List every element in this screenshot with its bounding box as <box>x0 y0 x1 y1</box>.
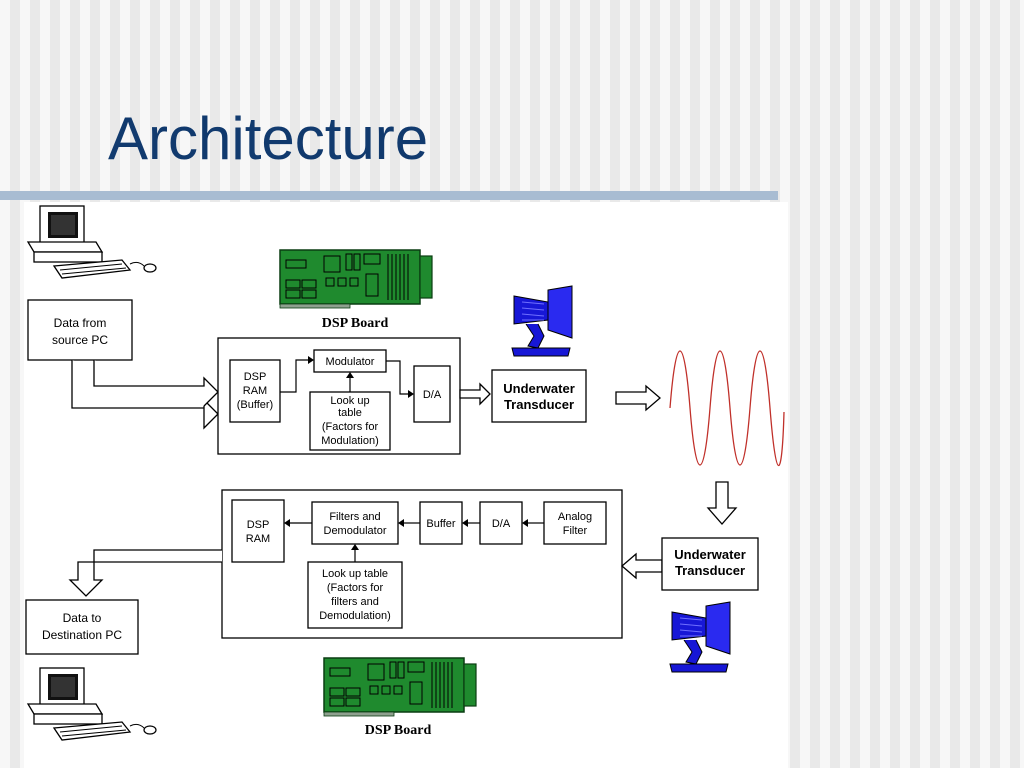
tx-transducer-label-2: Transducer <box>504 397 574 412</box>
rx-dsp-ram-label-2: RAM <box>246 533 270 545</box>
source-to-board-arrow-2 <box>93 360 219 407</box>
tx-transducer-icon <box>511 285 573 357</box>
rx-buffer-label: Buffer <box>426 518 455 530</box>
dest-label-1: Data to <box>63 611 102 625</box>
tx-lookup-label-1: Look up <box>330 395 369 407</box>
tx-transducer-box <box>491 369 587 423</box>
rx-dsp-board-icon <box>323 657 477 717</box>
rx-transducer-icon <box>669 601 731 673</box>
tx-dsp-ram-label-2: RAM <box>243 385 267 397</box>
dest-pc-icon <box>27 667 157 741</box>
tx-dsp-board-icon <box>279 249 433 309</box>
dest-label-2: Destination PC <box>42 628 122 642</box>
rx-da-box <box>479 501 523 545</box>
modulator-to-da-line <box>386 360 408 395</box>
rx-transducer-label-2: Transducer <box>675 563 745 578</box>
filters-demod-label-1: Filters and <box>329 511 380 523</box>
rx-dsp-ram-box <box>231 499 285 563</box>
analog-filter-label-1: Analog <box>558 511 592 523</box>
rx-lookup-label-2: (Factors for <box>327 582 384 594</box>
source-label-2: source PC <box>52 333 108 347</box>
filters-demod-label-2: Demodulator <box>324 525 387 537</box>
transducer-to-wave-arrow <box>615 384 661 412</box>
source-label-1: Data from <box>54 316 107 330</box>
modulator-label: Modulator <box>326 356 375 368</box>
ram-to-modulator-line <box>280 359 308 393</box>
filters-demod-box <box>311 501 399 545</box>
transducer-to-board-arrow <box>621 552 663 580</box>
tx-lookup-box <box>309 391 391 451</box>
rx-lookup-box <box>307 561 403 629</box>
rx-transducer-label-1: Underwater <box>674 547 746 562</box>
rx-lookup-label-3: filters and <box>331 596 379 608</box>
rx-dsp-ram-label-1: DSP <box>247 519 270 531</box>
rx-lookup-label-1: Look up table <box>322 568 388 580</box>
source-pc-icon <box>27 205 157 279</box>
rx-da-label: D/A <box>492 518 511 530</box>
architecture-diagram: DSP Board Data from source PC DSP RAM (B… <box>24 202 788 768</box>
title-underline <box>0 191 778 200</box>
tx-dsp-ram-label-1: DSP <box>244 371 267 383</box>
tx-dsp-ram-label-3: (Buffer) <box>237 399 273 411</box>
tx-transducer-label-1: Underwater <box>503 381 575 396</box>
dest-pc-box <box>25 599 139 655</box>
sine-wave-icon <box>669 350 785 466</box>
rx-buffer-box <box>419 501 463 545</box>
board-to-transducer-arrow <box>459 382 491 406</box>
rx-lookup-label-4: Demodulation) <box>319 610 391 622</box>
analog-filter-label-2: Filter <box>563 525 588 537</box>
tx-da-label: D/A <box>423 389 442 401</box>
rx-transducer-box <box>661 537 759 591</box>
tx-lookup-label-2: table <box>338 407 362 419</box>
rx-board-label: DSP Board <box>365 723 432 738</box>
tx-lookup-label-3: (Factors for <box>322 421 379 433</box>
tx-da-box <box>413 365 451 423</box>
tx-board-label: DSP Board <box>322 316 389 331</box>
tx-dsp-ram-box <box>229 359 281 423</box>
source-pc-box <box>27 299 133 361</box>
analog-filter-box <box>543 501 607 545</box>
wave-to-rx-arrow <box>706 481 738 525</box>
slide-title: Architecture <box>108 105 429 172</box>
tx-lookup-label-4: Modulation) <box>321 435 378 447</box>
board-to-dest-arrow <box>68 549 222 597</box>
